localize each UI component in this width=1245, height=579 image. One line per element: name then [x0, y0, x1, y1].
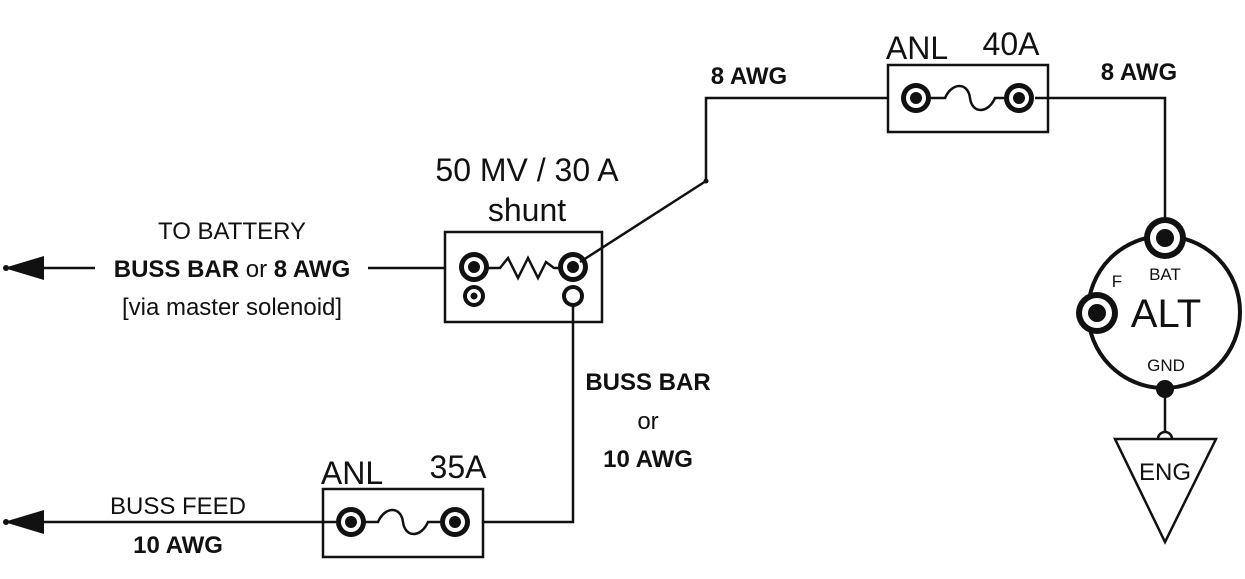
buss-bar-label-line1: BUSS BAR — [585, 369, 710, 396]
buss-bar-label-line2: or — [637, 408, 658, 435]
battery-label-line3: [via master solenoid] — [122, 294, 342, 321]
alternator-symbol — [1076, 217, 1242, 398]
shunt-to-fuse-wire — [579, 96, 900, 264]
shunt-name: shunt — [488, 192, 566, 228]
shunt-symbol — [443, 230, 604, 324]
battery-label-line1: TO BATTERY — [158, 218, 306, 245]
fuse-bottom-rating: 35A — [430, 449, 488, 485]
buss-feed-label-line2: 10 AWG — [133, 532, 223, 559]
wire-top-left-label: 8 AWG — [711, 63, 787, 90]
shunt-rating: 50 MV / 30 A — [435, 152, 619, 188]
buss-feed-wire — [3, 510, 336, 534]
fuse-bottom-type: ANL — [321, 455, 383, 491]
alternator-gnd-label: GND — [1147, 356, 1185, 375]
shunt-to-buss-wire — [470, 305, 575, 524]
wire-top-right-label: 8 AWG — [1101, 59, 1177, 86]
engine-label: ENG — [1139, 459, 1191, 486]
alternator-label: ALT — [1131, 292, 1201, 336]
battery-label-line2: BUSS BAR or 8 AWG — [114, 256, 350, 283]
engine-ground-symbol — [1113, 437, 1219, 545]
fuse-to-alt-wire — [1035, 96, 1167, 222]
alternator-bat-label: BAT — [1149, 265, 1181, 284]
buss-feed-label-line1: BUSS FEED — [110, 493, 246, 520]
buss-bar-label-line3: 10 AWG — [603, 446, 693, 473]
fuse-top-type: ANL — [886, 30, 948, 66]
fuse-top-symbol — [886, 63, 1050, 134]
fuse-top-rating: 40A — [983, 26, 1041, 62]
alternator-field-label: F — [1112, 272, 1122, 291]
fuse-bottom-symbol — [321, 487, 485, 559]
